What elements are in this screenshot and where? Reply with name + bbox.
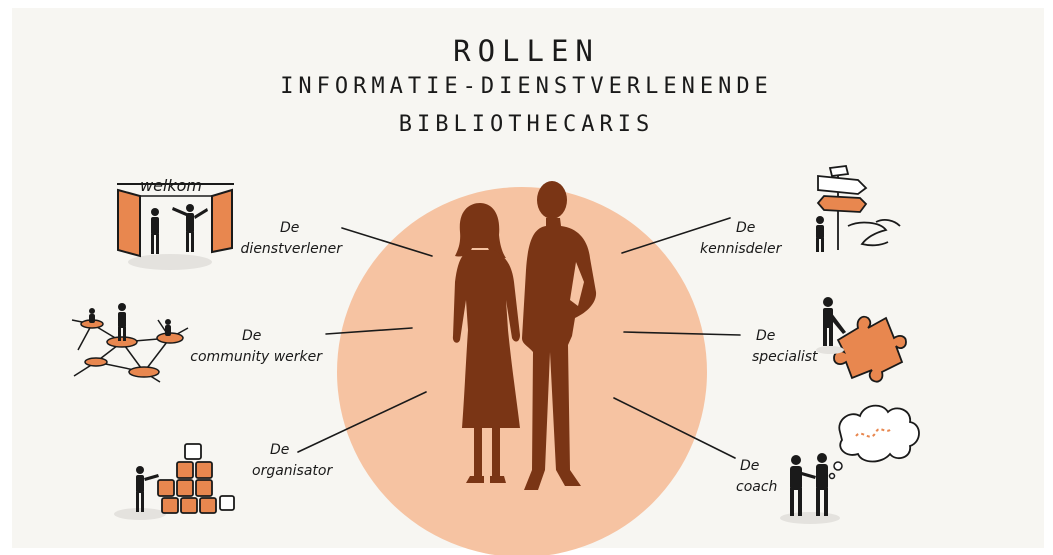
label-organisator-de: De xyxy=(270,442,290,458)
label-community-de: De xyxy=(242,328,262,344)
label-coach-name: coach xyxy=(736,479,778,495)
organisator-boxes-icon xyxy=(114,443,235,520)
label-dienstverlener-de: De xyxy=(280,220,300,236)
label-dienstverlener-name: dienstverlener xyxy=(240,241,342,257)
welkom-door-icon xyxy=(117,183,234,270)
label-organisator-name: organisator xyxy=(252,463,333,479)
connector-specialist xyxy=(623,331,741,336)
connector-community xyxy=(325,327,413,335)
label-specialist-name: specialist xyxy=(752,349,818,365)
connector-dienstverlener xyxy=(341,227,433,257)
central-circle xyxy=(337,187,707,555)
connector-organisator xyxy=(297,391,427,453)
label-kennisdeler: De kennisdeler xyxy=(700,218,810,260)
specialist-puzzle-icon xyxy=(816,297,907,383)
label-kennisdeler-name: kennisdeler xyxy=(700,241,782,257)
label-community-name: community werker xyxy=(190,349,322,365)
label-specialist: De specialist xyxy=(752,326,832,368)
label-coach-de: De xyxy=(740,458,760,474)
title-bibliothecaris: BIBLIOTHECARIS xyxy=(398,112,655,137)
man-figure-icon xyxy=(522,181,597,490)
title-informatie-dienstverlenende: INFORMATIE-DIENSTVERLENENDE xyxy=(280,74,773,99)
label-community-werker: De community werker xyxy=(184,326,322,368)
welkom-sign-text: welkom xyxy=(140,176,202,195)
label-kennisdeler-de: De xyxy=(736,220,756,236)
label-dienstverlener: De dienstverlener xyxy=(232,218,342,260)
connector-kennisdeler xyxy=(621,217,731,254)
connector-coach xyxy=(613,397,736,459)
label-specialist-de: De xyxy=(756,328,776,344)
woman-figure-icon xyxy=(452,203,520,483)
label-organisator: De organisator xyxy=(252,440,352,482)
title-rollen: ROLLEN xyxy=(453,34,600,68)
community-network-icon xyxy=(71,303,189,383)
kennisdeler-signpost-icon xyxy=(816,165,901,252)
label-coach: De coach xyxy=(736,456,796,498)
coach-thought-cloud-icon xyxy=(780,404,920,524)
